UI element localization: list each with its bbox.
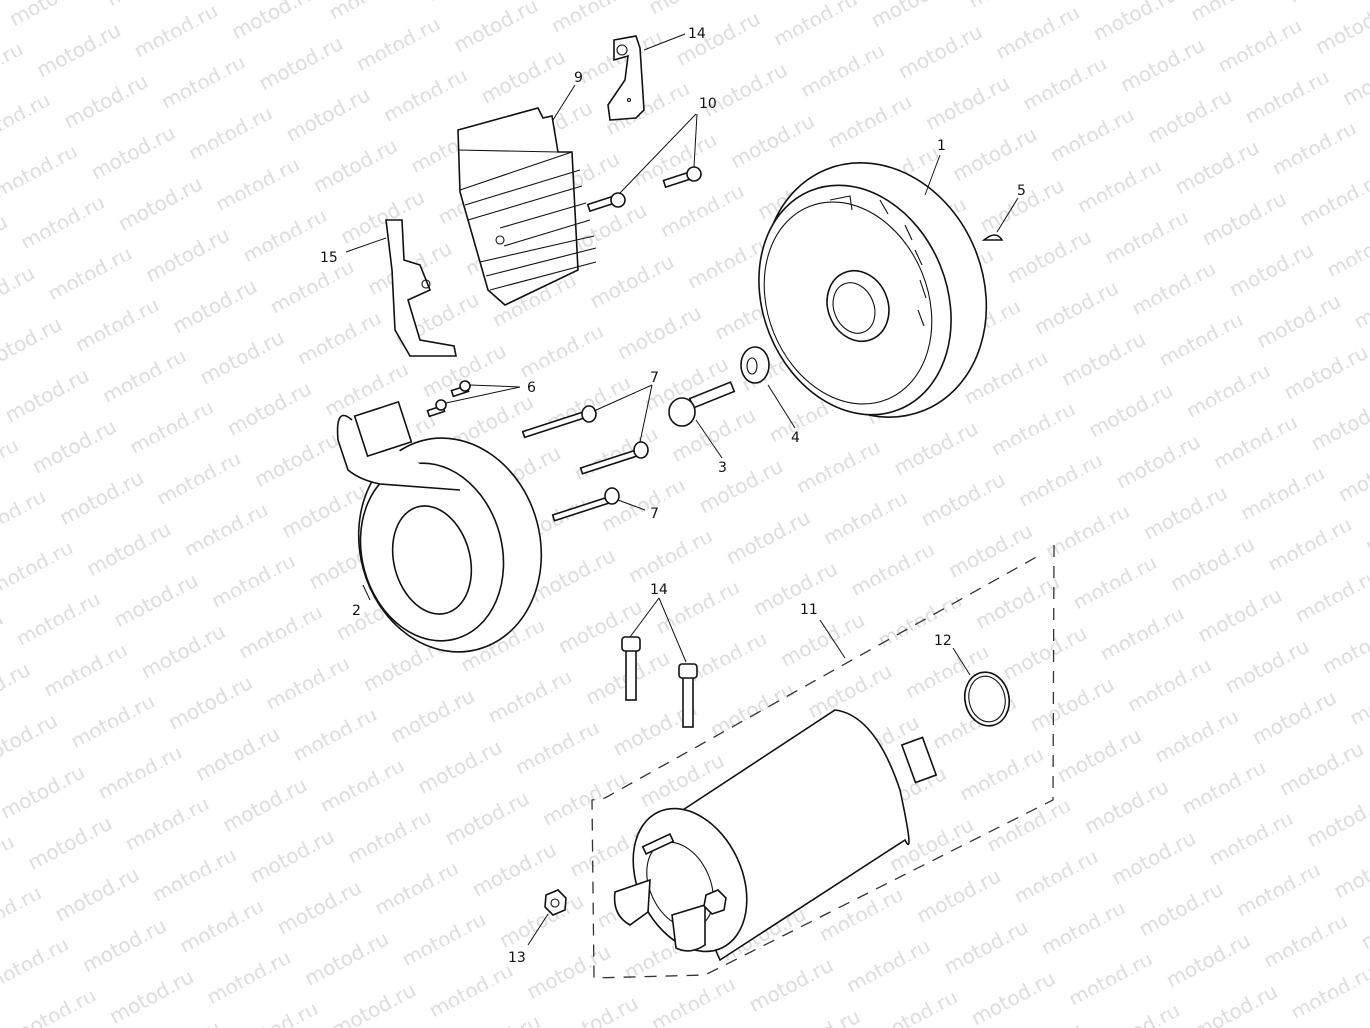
part-3-bolt[interactable]: [668, 381, 736, 427]
part-5-key[interactable]: [981, 234, 1004, 241]
callout-11: 12: [934, 633, 952, 649]
part-15-bracket[interactable]: [385, 219, 457, 357]
callout-10: 11: [800, 602, 818, 618]
part-12-nut[interactable]: [544, 889, 567, 916]
callout-9: 10: [699, 96, 717, 112]
part-8-regulator[interactable]: [457, 107, 597, 306]
part-1-rotor[interactable]: [725, 129, 1023, 451]
part-10-starter-motor[interactable]: [611, 709, 938, 970]
callout-12: 13: [508, 950, 526, 966]
callout-7b: 7: [650, 506, 659, 522]
callout-15: 15: [320, 250, 338, 266]
starter-assembly-boundary: [591, 544, 1055, 979]
part-4-washer[interactable]: [740, 346, 770, 384]
callout-3: 3: [718, 460, 727, 476]
callout-2: 2: [352, 603, 361, 619]
part-13-bolts[interactable]: [621, 636, 698, 728]
part-11-oring[interactable]: [960, 668, 1014, 730]
callout-5: 5: [1017, 183, 1026, 199]
callout-4: 4: [791, 430, 800, 446]
part-6-screws[interactable]: [426, 380, 471, 418]
part-7-bolts[interactable]: [521, 405, 649, 522]
callout-8: 9: [574, 70, 583, 86]
callout-14: 14: [688, 26, 706, 42]
callout-7a: 7: [650, 370, 659, 386]
callout-13: 14: [650, 582, 668, 598]
callout-1: 1: [937, 138, 946, 154]
callout-6: 6: [527, 380, 536, 396]
part-9-bolts[interactable]: [586, 166, 702, 213]
part-14-bracket[interactable]: [607, 35, 645, 121]
part-2-stator[interactable]: [335, 400, 565, 673]
